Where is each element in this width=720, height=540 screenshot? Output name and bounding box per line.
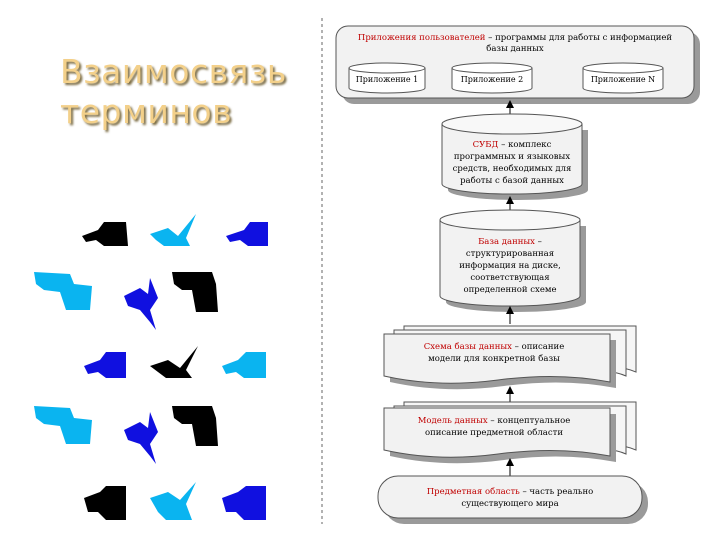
application-n: Приложение N	[582, 62, 664, 94]
dbms-cylinder: СУБД – комплекс программных и языковых с…	[441, 113, 588, 200]
shape-blob-black	[172, 406, 218, 446]
application-2: Приложение 2	[451, 62, 533, 94]
shape-blob-black	[84, 486, 126, 520]
data-model-line-1: Модель данных – концептуальное	[418, 416, 571, 426]
shape-blob-black	[172, 272, 218, 312]
slide-title: Взаимосвязь терминов	[60, 52, 320, 132]
application-1: Приложение 1	[348, 62, 426, 94]
dbms-line-2: программных и языковых	[454, 152, 570, 162]
dbms-line-3: средств, необходимых для	[453, 163, 572, 174]
shape-blob-blue	[84, 352, 126, 378]
shape-blob-cyan	[222, 352, 266, 378]
schema-document: Схема базы данных – описание модели для …	[383, 325, 637, 390]
data-model-document: Модель данных – концептуальное описание …	[383, 401, 637, 464]
database-line-4: соответствующая	[470, 273, 549, 283]
schema-line-2: модели для конкретной базы	[428, 353, 560, 364]
shape-row-5	[84, 482, 266, 520]
shape-blob-blue	[124, 412, 158, 464]
shape-row-1	[82, 214, 268, 246]
database-line-5: определенной схеме	[464, 285, 557, 295]
subject-domain-line-2: существующего мира	[461, 499, 558, 509]
applications-line-1: Приложения пользователей – программы для…	[358, 32, 673, 43]
subject-domain-line-1: Предметная область – часть реально	[427, 486, 594, 497]
shape-blob-cyan	[150, 214, 196, 246]
subject-domain-box: Предметная область – часть реально сущес…	[377, 475, 648, 524]
application-1-label: Приложение 1	[356, 75, 418, 84]
shape-blob-cyan	[34, 272, 92, 310]
shape-blob-cyan	[34, 406, 92, 444]
application-2-label: Приложение 2	[461, 75, 523, 84]
shape-blob-black	[150, 346, 198, 378]
slide-title-line-1: Взаимосвязь	[60, 52, 287, 91]
shape-row-2	[34, 272, 218, 330]
applications-box: Приложения пользователей – программы для…	[335, 25, 700, 104]
shape-blob-cyan	[150, 482, 196, 520]
shape-blob-black	[82, 222, 128, 246]
dbms-line-1: СУБД – комплекс	[473, 140, 552, 150]
shape-row-3	[84, 346, 266, 378]
shape-blob-blue	[124, 278, 158, 330]
database-line-1: База данных –	[478, 237, 542, 247]
data-model-line-2: описание предметной области	[425, 427, 563, 438]
database-cylinder: База данных – структурированная информац…	[439, 209, 586, 312]
applications-line-2: базы данных	[486, 43, 544, 54]
slide-title-line-2: терминов	[60, 92, 233, 131]
decorative-shapes	[34, 214, 268, 520]
application-n-label: Приложение N	[591, 75, 655, 84]
database-line-2: структурированная	[466, 249, 554, 259]
shape-blob-blue	[226, 222, 268, 246]
shape-blob-blue	[222, 486, 266, 520]
database-line-3: информация на диске,	[459, 261, 561, 271]
dbms-line-4: работы с базой данных	[460, 175, 564, 186]
shape-row-4	[34, 406, 218, 464]
schema-line-1: Схема базы данных – описание	[424, 341, 564, 352]
